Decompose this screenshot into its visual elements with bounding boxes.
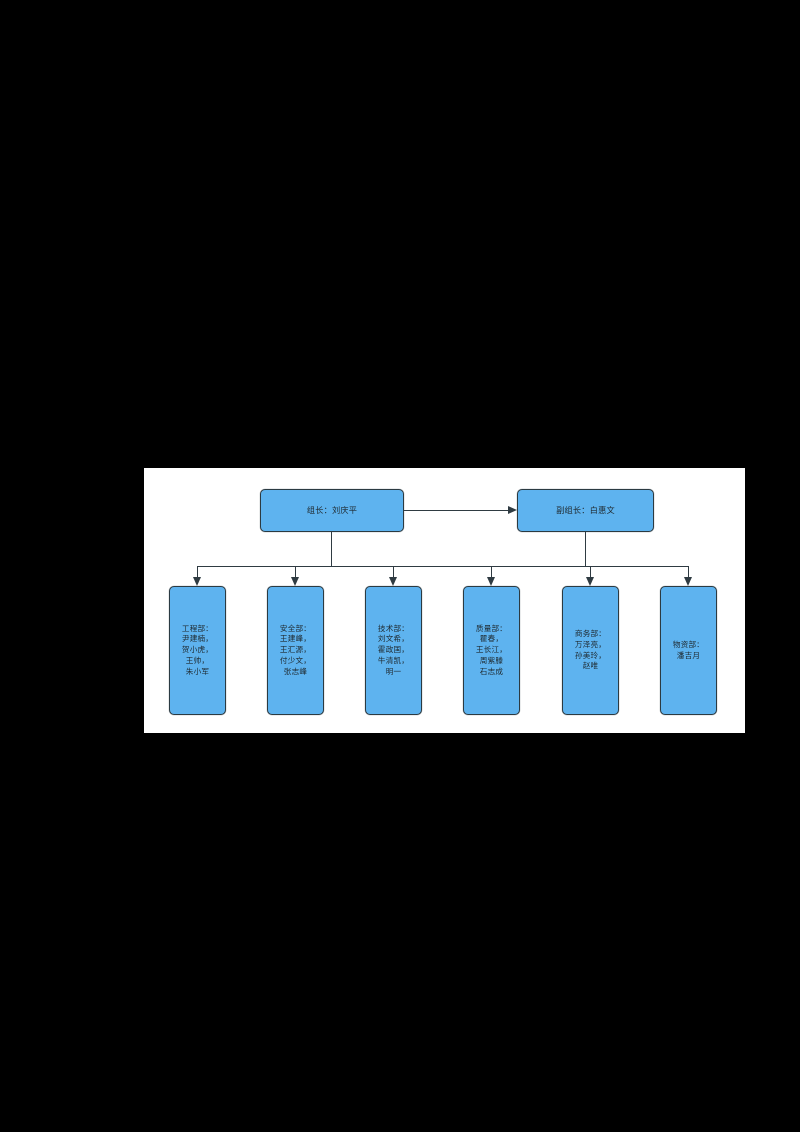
node-department-quality-label: 质量部： 瞿春， 王长江， 周紫滕 石志成 <box>475 623 508 676</box>
edge-bus-to-safety <box>295 566 297 578</box>
arrow-down-icon <box>684 577 692 586</box>
edge-leader-to-deputy <box>404 510 511 512</box>
arrow-down-icon <box>389 577 397 586</box>
arrow-down-icon <box>291 577 299 586</box>
edge-bus-to-business <box>590 566 592 578</box>
node-department-technology-label: 技术部： 刘文希， 霍政国， 牛清凯， 明一 <box>377 623 410 676</box>
arrow-right-icon <box>508 506 517 514</box>
node-department-engineering-label: 工程部： 尹建楠， 贺小虎， 王帅， 朱小军 <box>181 623 214 676</box>
edge-deputy-to-bus <box>585 532 587 567</box>
arrow-down-icon <box>586 577 594 586</box>
node-group-leader[interactable]: 组长：刘庆平 <box>260 489 404 532</box>
node-department-safety-label: 安全部： 王建峰， 王汇源， 付少文， 张志峰 <box>279 623 312 676</box>
arrow-down-icon <box>193 577 201 586</box>
node-department-materials-label: 物资部： 潘吉月 <box>672 639 705 660</box>
node-department-engineering[interactable]: 工程部： 尹建楠， 贺小虎， 王帅， 朱小军 <box>169 586 226 715</box>
org-chart-canvas: 组长：刘庆平 副组长：白惠文 工程部： 尹建楠， 贺小虎， 王帅， 朱小军 安全… <box>144 468 745 733</box>
edge-bus-to-materials <box>688 566 690 578</box>
distribution-bus-line <box>197 566 689 568</box>
edge-bus-to-technology <box>393 566 395 578</box>
node-department-business[interactable]: 商务部： 万泽亮， 孙美玲， 赵唯 <box>562 586 619 715</box>
edge-leader-to-bus <box>331 532 333 567</box>
node-department-materials[interactable]: 物资部： 潘吉月 <box>660 586 717 715</box>
node-department-safety[interactable]: 安全部： 王建峰， 王汇源， 付少文， 张志峰 <box>267 586 324 715</box>
node-group-leader-label: 组长：刘庆平 <box>306 505 358 515</box>
edge-bus-to-engineering <box>197 566 199 578</box>
node-department-quality[interactable]: 质量部： 瞿春， 王长江， 周紫滕 石志成 <box>463 586 520 715</box>
node-deputy-group-leader-label: 副组长：白惠文 <box>556 505 615 515</box>
node-department-technology[interactable]: 技术部： 刘文希， 霍政国， 牛清凯， 明一 <box>365 586 422 715</box>
arrow-down-icon <box>487 577 495 586</box>
edge-bus-to-quality <box>491 566 493 578</box>
node-deputy-group-leader[interactable]: 副组长：白惠文 <box>517 489 654 532</box>
node-department-business-label: 商务部： 万泽亮， 孙美玲， 赵唯 <box>574 628 607 671</box>
